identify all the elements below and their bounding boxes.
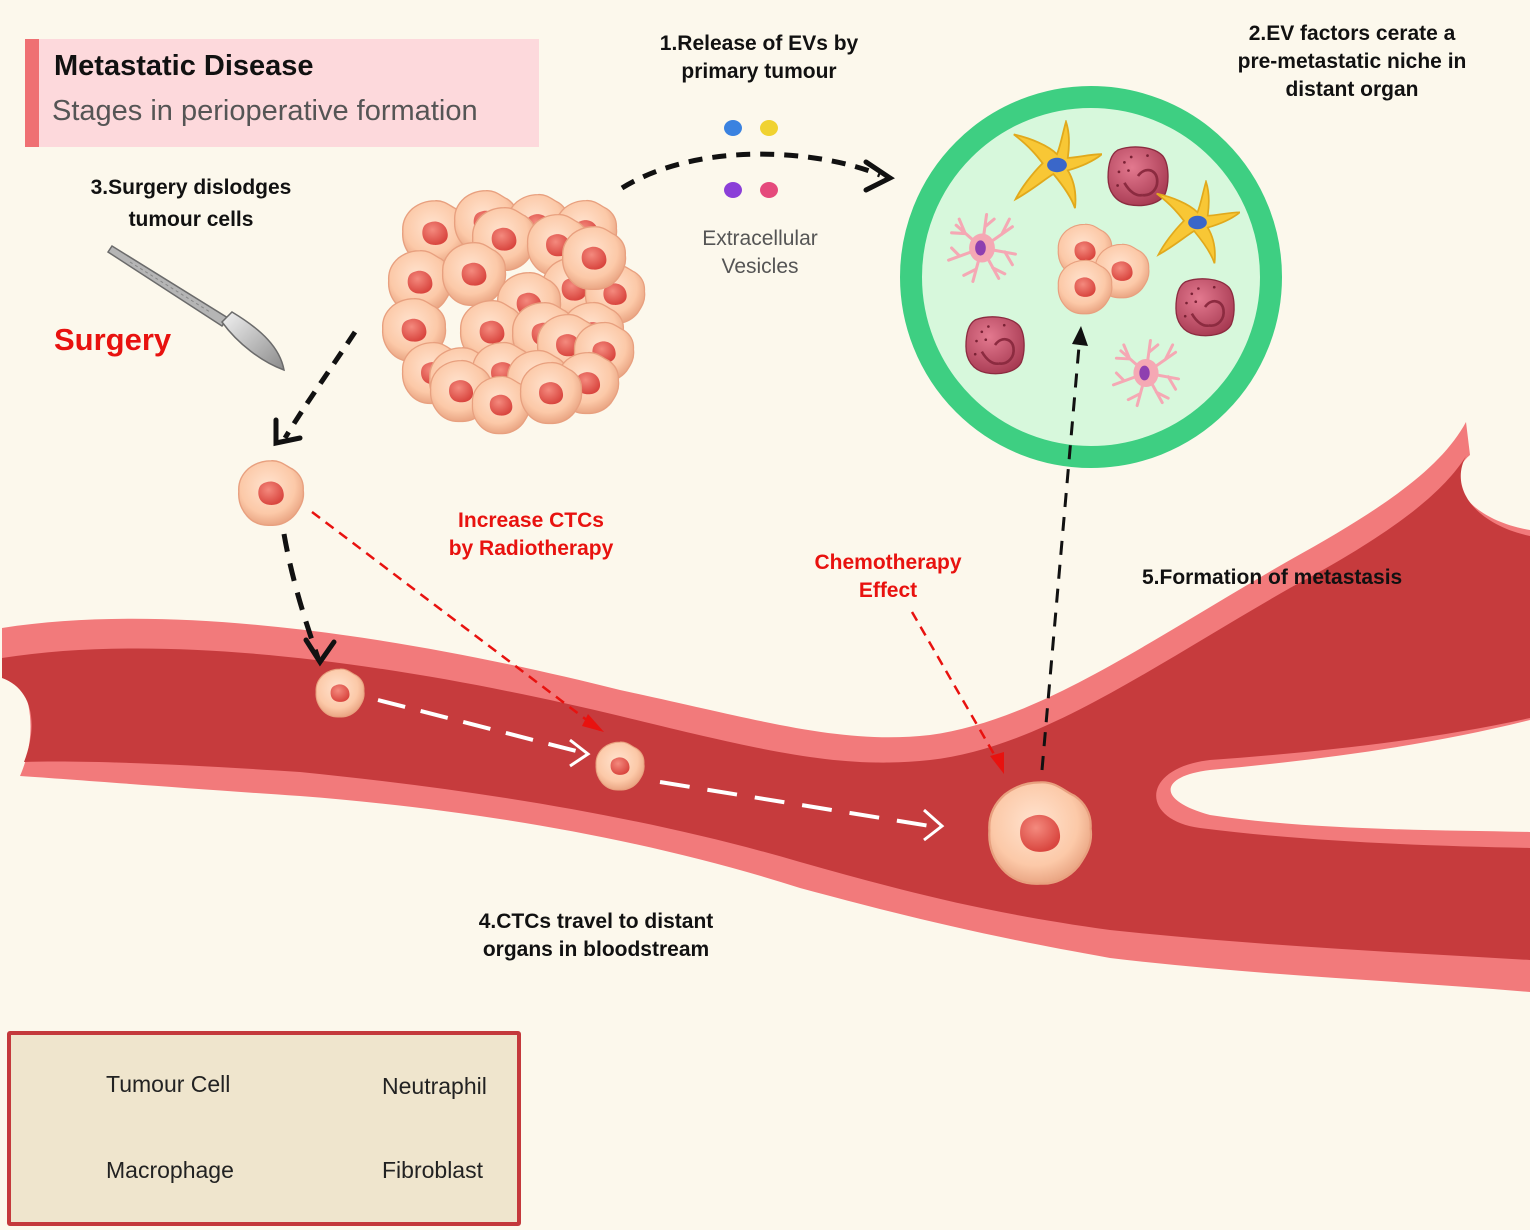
vesicles-label: Extracellular Vesicles (688, 225, 832, 281)
title-box (25, 39, 539, 147)
ctc-tumour-cell-icon (595, 741, 645, 791)
pre-metastatic-niche (900, 86, 1282, 468)
step1-line1: 1.Release of EVs by (659, 32, 859, 55)
legend-tumour-cell-label: Tumour Cell (106, 1071, 231, 1097)
page-title: Metastatic Disease (54, 50, 314, 82)
page-subtitle: Stages in perioperative formation (52, 95, 478, 127)
niche-neutrophil-icon (1174, 277, 1236, 337)
radiotherapy-label: Increase CTCs by Radiotherapy (430, 507, 632, 563)
step4-line1: 4.CTCs travel to distant (478, 910, 714, 933)
vesicles-line1: Extracellular (702, 227, 818, 250)
vessel-lumen (2, 456, 1530, 960)
vesicle-icon (760, 182, 778, 198)
step5-label: 5.Formation of metastasis (1142, 566, 1403, 589)
bloodstream-arrow (377, 698, 581, 754)
arrow-icon (303, 637, 337, 667)
radiotherapy-line1: Increase CTCs (458, 509, 604, 532)
vesicle-icon (724, 120, 742, 136)
vesicle-icon (724, 182, 742, 198)
arrow-icon (582, 714, 604, 732)
legend-macrophage-label: Macrophage (106, 1157, 234, 1183)
ev-release-arrow (620, 151, 881, 191)
radiotherapy-arrow (311, 511, 601, 731)
step3-label: 3.Surgery dislodges tumour cells (78, 174, 304, 234)
chemotherapy-line2: Effect (858, 579, 918, 602)
dislodged-tumour-cell-icon (238, 460, 305, 526)
radiotherapy-line2: by Radiotherapy (448, 537, 614, 560)
step2-line2: pre-metastatic niche in (1237, 50, 1467, 73)
chemotherapy-arrow (910, 611, 1004, 769)
chemotherapy-line1: Chemotherapy (814, 551, 962, 574)
vesicle-icon (760, 120, 778, 136)
arrow-icon (273, 417, 303, 447)
metastasis-arrow (1040, 334, 1082, 771)
arrow-icon (569, 738, 591, 768)
step4-label: 4.CTCs travel to distant organs in blood… (455, 908, 737, 964)
surgery-label: Surgery (54, 322, 172, 357)
step4-line2: organs in bloodstream (482, 938, 710, 961)
title-accent-bar (25, 39, 39, 147)
arrow-icon (990, 752, 1004, 774)
step3-line2: tumour cells (128, 208, 254, 231)
scalpel-icon (106, 244, 285, 372)
step1-label: 1.Release of EVs by primary tumour (648, 30, 870, 86)
chemotherapy-label: Chemotherapy Effect (798, 549, 978, 605)
step2-line1: 2.EV factors cerate a (1248, 22, 1456, 45)
arrow-icon (1072, 326, 1088, 346)
into-bloodstream-arrow (281, 533, 321, 659)
blood-vessel (2, 422, 1530, 992)
step2-line3: distant organ (1285, 78, 1419, 101)
arrow-icon (923, 808, 945, 842)
ctc-tumour-cell-icon (315, 668, 365, 718)
extracellular-vesicles (724, 120, 778, 198)
metastasis-tumour-cell-icon (988, 781, 1093, 885)
step2-label: 2.EV factors cerate a pre-metastatic nic… (1218, 20, 1486, 104)
vesicles-line2: Vesicles (721, 255, 799, 278)
niche-tumour-cell-icon (1057, 259, 1113, 315)
step1-line2: primary tumour (681, 60, 837, 83)
arrow-icon (863, 159, 895, 193)
surgery-arrow (282, 330, 358, 440)
niche-neutrophil-icon (1106, 145, 1170, 207)
legend (7, 1031, 521, 1226)
legend-fibroblast-label: Fibroblast (382, 1157, 483, 1183)
step3-line1: 3.Surgery dislodges (90, 176, 292, 199)
niche-neutrophil-icon (964, 315, 1026, 375)
legend-neutrophil-label: Neutraphil (382, 1073, 487, 1099)
primary-tumour (381, 189, 646, 435)
